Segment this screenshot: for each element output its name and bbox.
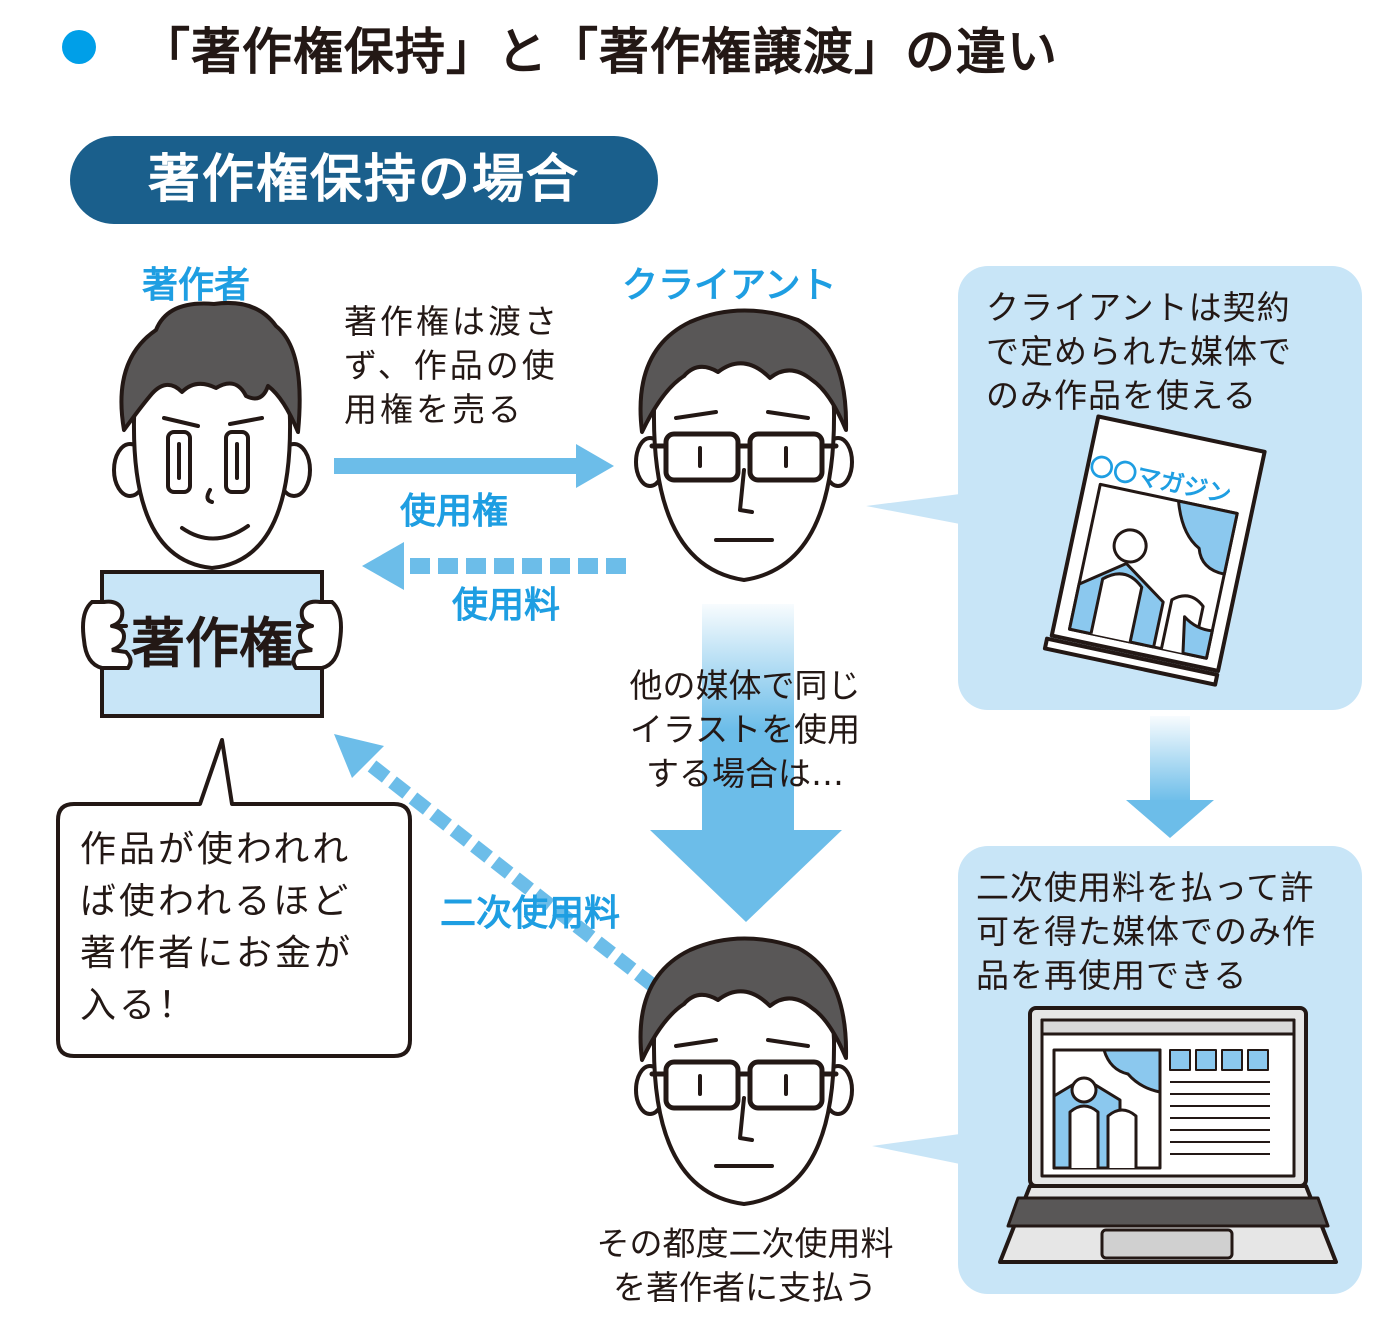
speech-line: 著作者にお金が [80, 933, 354, 974]
bullet-icon [62, 30, 96, 64]
author-hands-icon [81, 599, 343, 670]
client-character-second-icon [634, 936, 854, 1206]
panel-down-arrow [1126, 716, 1214, 838]
laptop-icon [998, 1006, 1338, 1264]
sell-note-line: 用権を売る [344, 390, 524, 429]
reuse-down-arrow [650, 604, 842, 922]
contract-media-line: クライアントは契約 [986, 288, 1291, 327]
speech-line: ば使われるほど [80, 881, 352, 922]
other-media-note-line: する場合は… [646, 754, 844, 793]
section-pill [70, 136, 658, 224]
pay-note: その都度二次使用料 を著作者に支払う [570, 1222, 920, 1310]
contract-media-line: のみ作品を使える [986, 376, 1258, 415]
sell-note-line: ず、作品の使 [344, 346, 558, 385]
secondary-fee-label: 二次使用料 [440, 893, 621, 934]
reuse-media-line: 可を得た媒体でのみ作 [976, 912, 1316, 951]
contract-media-text: クライアントは契約 で定められた媒体で のみ作品を使える [986, 286, 1292, 418]
speech-line: 入る！ [80, 985, 198, 1026]
usage-fee-label: 使用料 [452, 585, 561, 626]
author-role-label: 著作者 [142, 265, 251, 306]
copyright-card-label: 著作権 [131, 612, 293, 675]
reuse-media-line: 品を再使用できる [976, 956, 1248, 995]
other-media-note-line: イラストを使用 [629, 710, 861, 749]
reuse-media-text: 二次使用料を払って許 可を得た媒体でのみ作 品を再使用できる [976, 866, 1316, 998]
panel-bottom-pointer [872, 1134, 960, 1164]
pay-note-line: その都度二次使用料 [596, 1224, 894, 1263]
contract-media-line: で定められた媒体で [986, 332, 1292, 371]
usage-right-label: 使用権 [400, 491, 509, 532]
pay-note-line: を著作者に支払う [613, 1268, 877, 1307]
secondary-fee-arrow [334, 734, 657, 991]
sell-note-line: 著作権は渡さ [344, 302, 560, 341]
section-label: 著作権保持の場合 [147, 150, 580, 210]
magazine-icon [1042, 414, 1267, 687]
usage-fee-arrow [362, 542, 626, 590]
other-media-note: 他の媒体で同じ イラストを使用 する場合は… [600, 664, 890, 796]
sell-note: 著作権は渡さ ず、作品の使 用権を売る [344, 300, 560, 432]
reuse-media-line: 二次使用料を払って許 [976, 868, 1315, 907]
speech-bubble [56, 738, 412, 1058]
page-title: 「著作権保持」と「著作権譲渡」の違い [140, 23, 1058, 81]
client-role-label: クライアント [622, 265, 837, 306]
other-media-note-line: 他の媒体で同じ [629, 666, 861, 705]
speech-line: 作品が使われれ [80, 829, 352, 870]
author-character-icon [112, 301, 312, 570]
speech-bubble-text: 作品が使われれ ば使われるほど 著作者にお金が 入る！ [80, 824, 353, 1032]
client-character-icon [634, 308, 854, 582]
panel-top-pointer [866, 494, 960, 524]
usage-right-arrow [334, 444, 614, 488]
